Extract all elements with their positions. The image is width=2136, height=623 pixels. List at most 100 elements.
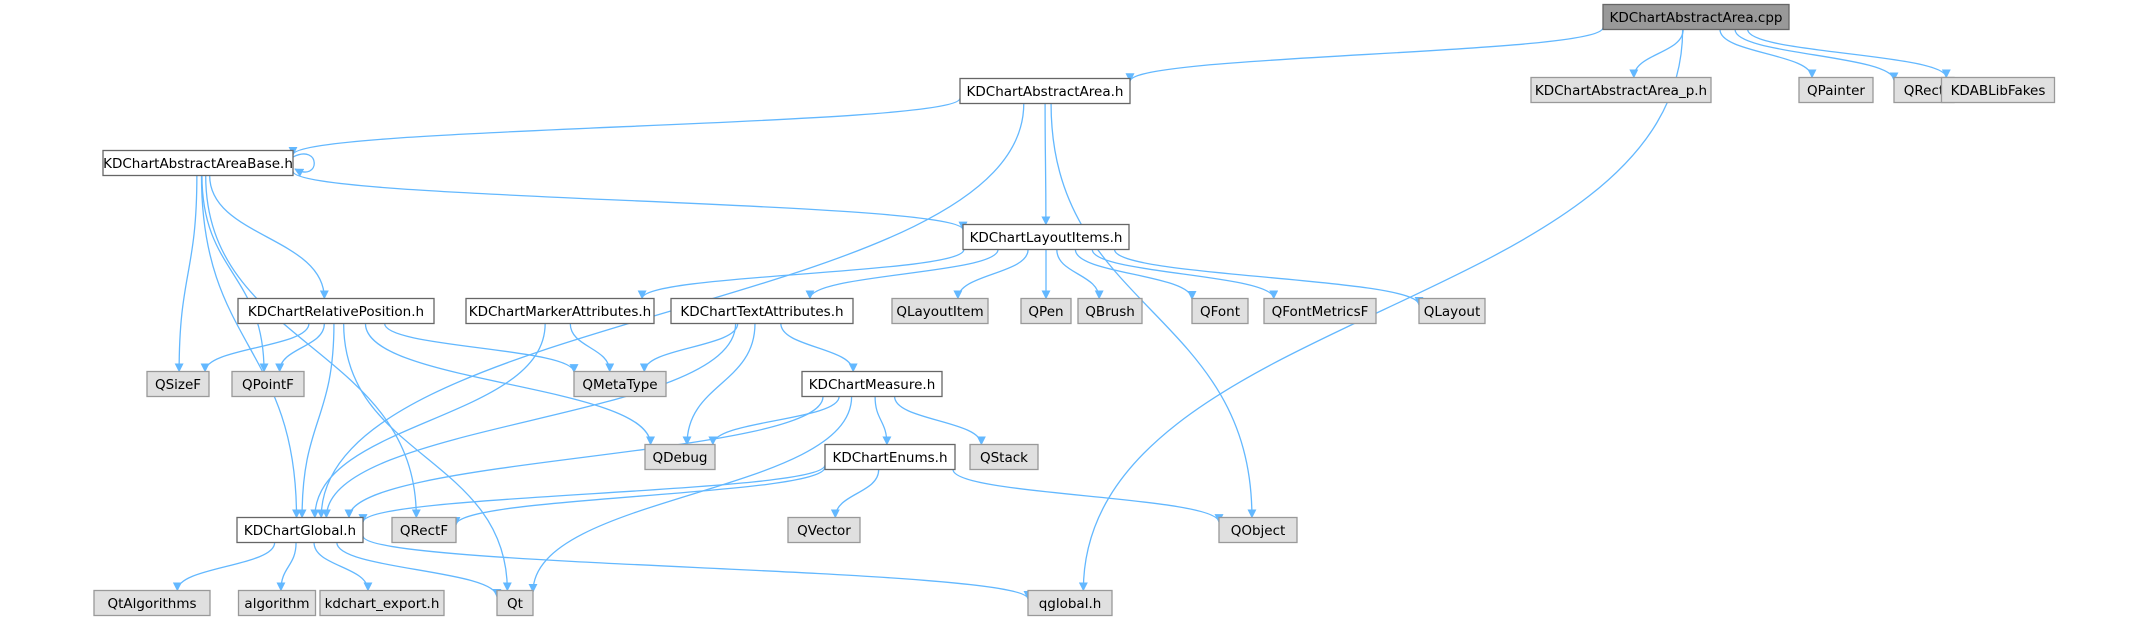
edge-relpos-to-qt: [343, 323, 512, 592]
node-qpointf: QPointF: [231, 370, 305, 398]
node-label: QLayoutItem: [896, 304, 983, 320]
node-label: QRect: [1904, 83, 1944, 99]
node-cpp[interactable]: KDChartAbstractArea.cpp: [1602, 3, 1790, 31]
node-qglobal: qglobal.h: [1027, 589, 1113, 617]
node-box: [319, 589, 445, 617]
edge-textattr-to-global: [321, 323, 737, 519]
edge-cpp-to-kdablibfakes: [1747, 29, 1951, 79]
node-label: QFontMetricsF: [1272, 304, 1369, 320]
node-measure[interactable]: KDChartMeasure.h: [801, 370, 943, 398]
node-label: QLayout: [1424, 304, 1481, 320]
node-box: [465, 297, 655, 325]
edge-cpp-to-area_p: [1629, 29, 1684, 79]
node-kdchart-export: kdchart_export.h: [319, 589, 445, 617]
edge-cpp-to-area_h: [1125, 27, 1604, 83]
edge-enums-to-qobject: [952, 469, 1224, 524]
node-qpainter: QPainter: [1798, 76, 1874, 104]
node-qrectf: QRectF: [391, 516, 457, 544]
node-label: Qt: [507, 596, 523, 612]
node-label: KDChartAbstractArea.h: [967, 84, 1124, 100]
node-global[interactable]: KDChartGlobal.h: [236, 516, 364, 544]
edge-measure-to-qt: [528, 396, 853, 593]
node-box: [959, 77, 1131, 105]
node-label: KDChartMeasure.h: [809, 377, 936, 393]
node-qtalgorithms: QtAlgorithms: [93, 589, 211, 617]
node-box: [236, 516, 364, 544]
node-enums[interactable]: KDChartEnums.h: [824, 443, 956, 471]
node-qfont: QFont: [1191, 297, 1249, 325]
edge-layoutitems-to-qfont: [1074, 249, 1197, 300]
node-label: QPen: [1028, 304, 1063, 320]
node-label: kdchart_export.h: [325, 596, 440, 612]
edge-relpos-to-global: [297, 323, 335, 519]
edge-measure-to-qdebug: [708, 396, 840, 446]
node-label: QRectF: [400, 523, 448, 539]
node-label: KDChartRelativePosition.h: [248, 304, 424, 320]
edge-areabase-to-global: [200, 175, 302, 519]
node-label: KDChartAbstractArea_p.h: [1535, 83, 1707, 99]
node-label: QBrush: [1085, 304, 1135, 320]
node-algorithm: algorithm: [237, 589, 317, 617]
node-relpos[interactable]: KDChartRelativePosition.h: [237, 297, 435, 325]
node-areabase[interactable]: KDChartAbstractAreaBase.h: [102, 149, 294, 177]
node-box: [891, 297, 989, 325]
node-box: [237, 589, 317, 617]
edge-layoutitems-to-textattr: [805, 249, 999, 300]
node-label: QStack: [980, 450, 1028, 466]
node-box: [1218, 516, 1298, 544]
node-box: [391, 516, 457, 544]
node-qlayoutitem: QLayoutItem: [891, 297, 989, 325]
edge-global-to-kdchart_export: [313, 542, 373, 592]
node-area-p: KDChartAbstractArea_p.h: [1530, 76, 1712, 104]
node-box: [969, 443, 1039, 471]
edge-marker-to-qmetatype: [569, 323, 615, 373]
node-area-h[interactable]: KDChartAbstractArea.h: [959, 77, 1131, 105]
edge-cpp-to-qpainter: [1719, 29, 1817, 79]
node-qpen: QPen: [1020, 297, 1072, 325]
node-label: KDChartLayoutItems.h: [970, 230, 1123, 246]
node-box: [1027, 589, 1113, 617]
node-box: [1798, 76, 1874, 104]
node-box: [146, 370, 210, 398]
node-box: [1191, 297, 1249, 325]
edge-measure-to-enums: [874, 396, 892, 446]
node-box: [644, 443, 716, 471]
node-box: [1602, 3, 1790, 31]
edge-areabase-to-qpointf: [201, 175, 269, 373]
edge-layoutitems-to-qbrush: [1056, 249, 1104, 300]
node-textattr[interactable]: KDChartTextAttributes.h: [670, 297, 854, 325]
edge-layoutitems-to-qlayoutitem: [953, 249, 1029, 300]
node-label: KDChartAbstractAreaBase.h: [103, 156, 293, 172]
edge-layoutitems-to-qlayout: [1113, 249, 1424, 306]
node-box: [573, 370, 667, 398]
node-qvector: QVector: [787, 516, 861, 544]
node-box: [787, 516, 861, 544]
node-label: KDABLibFakes: [1951, 83, 2046, 99]
node-label: QMetaType: [582, 377, 657, 393]
node-box: [1530, 76, 1712, 104]
node-label: QDebug: [652, 450, 707, 466]
node-qsizef: QSizeF: [146, 370, 210, 398]
edge-global-to-qglobal: [362, 535, 1033, 600]
node-qdebug: QDebug: [644, 443, 716, 471]
node-box: [1940, 76, 2056, 104]
node-label: QSizeF: [155, 377, 201, 393]
edge-areabase-to-relpos: [209, 175, 329, 300]
node-qobject: QObject: [1218, 516, 1298, 544]
node-label: KDChartMarkerAttributes.h: [469, 304, 652, 320]
node-box: [93, 589, 211, 617]
edge-relpos-to-qpointf: [275, 323, 326, 373]
node-qfontmetricsf: QFontMetricsF: [1263, 297, 1377, 325]
node-box: [824, 443, 956, 471]
node-layoutitems[interactable]: KDChartLayoutItems.h: [962, 223, 1130, 251]
node-qlayout: QLayout: [1418, 297, 1486, 325]
node-label: KDChartEnums.h: [832, 450, 947, 466]
edge-relpos-to-qmetatype: [383, 323, 579, 374]
node-label: KDChartTextAttributes.h: [680, 304, 843, 320]
edge-cpp-to-qrect: [1734, 29, 1899, 82]
node-qt: Qt: [496, 589, 534, 617]
node-marker[interactable]: KDChartMarkerAttributes.h: [465, 297, 655, 325]
edge-areabase-to-qsizef: [174, 175, 198, 373]
node-label: QPainter: [1807, 83, 1865, 99]
